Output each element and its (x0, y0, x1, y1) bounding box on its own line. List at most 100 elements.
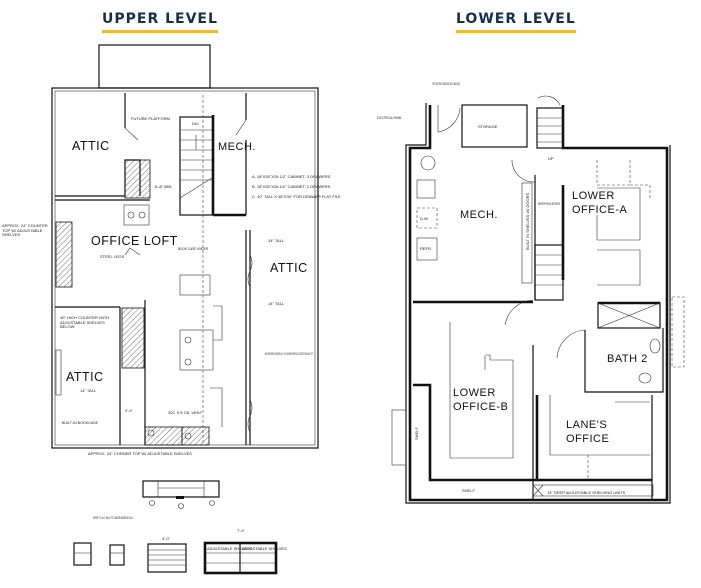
shower (597, 302, 661, 329)
plan-line (537, 95, 561, 106)
plan-note: 14" TALL (268, 301, 285, 306)
plan-line (504, 299, 534, 326)
plan-line (584, 328, 664, 393)
plan-line (416, 207, 438, 229)
upper-roof-bump (98, 44, 211, 89)
plan-line (247, 399, 253, 433)
plan-note: ADJUSTABLE SHELVES (207, 546, 252, 551)
plan-note: BUILT-IN BOOKCASE (62, 420, 98, 425)
upper-notes: FUTURE PLATFORM DN. 6'-8" MIN. A. 18"X30… (2, 116, 341, 456)
room-attic-top-left: ATTIC (72, 139, 110, 153)
plan-line (179, 116, 214, 216)
upper-level-plan (51, 44, 319, 449)
plan-line (405, 103, 671, 504)
plan-note: 6'-8" MIN. (155, 184, 173, 189)
plan-note: BUILT IN SHELVES W/ DOORS (525, 193, 530, 250)
room-attic-right: ATTIC (270, 261, 308, 275)
plan-line (413, 383, 539, 482)
plan-note: REFR. (420, 246, 432, 251)
plan-line (235, 119, 247, 136)
plan-line (179, 274, 211, 296)
room-lanes-office-line1: LANE'S (566, 419, 607, 431)
plan-line (123, 204, 150, 226)
plan-line (597, 302, 661, 329)
room-office-loft: OFFICE LOFT (91, 234, 178, 248)
plan-line (55, 221, 73, 288)
upper-room-labels: ATTIC OFFICE LOFT MECH. ATTIC ATTIC (66, 139, 308, 384)
plan-line (176, 496, 184, 499)
plan-note: SHELF (414, 427, 419, 440)
plan-line (147, 429, 155, 437)
plan-line (556, 329, 586, 359)
plan-line (178, 503, 184, 509)
plan-line (149, 500, 155, 506)
plan-line (124, 159, 151, 199)
plan-line (532, 484, 544, 497)
plan-note: C. 40" TALL X 48"X30" FOR DRAWER FLAT FI… (252, 194, 341, 199)
plan-note: 14" TALL (80, 388, 97, 393)
plan-line (596, 187, 641, 241)
plan-line (184, 336, 192, 344)
plan-line (247, 254, 253, 288)
lower-notes: TO EXISTING GARAGE (NO CHANGE) ELECTRICA… (377, 81, 626, 495)
plan-line (596, 160, 630, 186)
plan-line (532, 484, 654, 497)
plan-note: SERVER/ PHONE/ NETWORK (538, 201, 560, 206)
plan-note: APPROX. 24" CORNER TOP W/ ADJUSTABLE SHE… (88, 451, 192, 456)
plan-line (534, 244, 564, 301)
room-lower-office-b-line2: OFFICE-B (453, 401, 508, 413)
plan-line (124, 127, 139, 141)
plan-line (549, 395, 650, 456)
corner-left-note-box: APPROX. 24" COUNTER TOP W/ ADJUSTABLE SH… (2, 224, 48, 238)
plan-note: BOOK CASE UNDER (178, 246, 208, 251)
plan-line (179, 329, 214, 371)
plan-line (416, 237, 438, 261)
plan-note: UP (548, 156, 554, 161)
plan-line (184, 432, 192, 440)
plan-line (511, 159, 536, 183)
plan-note: 4'-0" (162, 536, 171, 541)
plan-line (127, 211, 135, 219)
plan-line (649, 338, 661, 354)
cabinet-elevations: VERIFY C.A.D. WILL FIT UNDER WINDOW SILL… (73, 480, 287, 575)
plan-line (420, 155, 436, 171)
plan-note: 2'-4" (125, 408, 134, 413)
lower-level-plan (391, 95, 685, 504)
plan-note: 14" DEEP ADJUSTABLE SHELVING UNITS (547, 490, 626, 495)
plan-line (416, 179, 436, 199)
plan-note: DN. (192, 121, 199, 126)
storage-room (461, 104, 528, 148)
plan-note: 40" HIGH COUNTER WITH ADJUSTABLE SHELVES… (60, 316, 110, 330)
room-bath-2: BATH 2 (607, 353, 648, 365)
plan-note: APPROX. 24" COUNTER TOP W/ ADJUSTABLE SH… (2, 224, 48, 238)
plan-line (536, 107, 564, 149)
room-mech-upper: MECH. (218, 141, 256, 153)
room-lower-office-a-line2: OFFICE-A (572, 204, 627, 216)
plan-line (638, 372, 652, 384)
plan-note: VERIFY C.A.D. WILL FIT UNDER WINDOW SILL (93, 515, 133, 520)
plan-line (521, 182, 533, 284)
room-mech-lower: MECH. (460, 209, 498, 221)
plan-line (147, 543, 187, 573)
counter-40-note-box: 40" HIGH COUNTER WITH ADJUSTABLE SHELVES… (60, 316, 110, 330)
plan-line (449, 322, 514, 459)
upper-stairs (179, 115, 215, 216)
plan-line (73, 542, 92, 566)
lower-room-labels: STORAGE MECH. LOWER OFFICE-A BATH 2 LOWE… (453, 124, 648, 445)
plan-line (597, 249, 641, 286)
plan-note: A. 18"X30"X28 1/2" CABINET, 3 DRAWERS (252, 174, 331, 179)
plan-line (109, 544, 125, 566)
plan-note: ELECTRICAL PANEL (377, 115, 402, 120)
plan-note: 7'-4" (237, 528, 246, 533)
plan-line (181, 426, 210, 446)
upper-level-title: UPPER LEVEL (102, 11, 218, 33)
plan-line (210, 387, 223, 427)
plan-note: STEEL LEGS (100, 254, 125, 259)
room-lower-office-b-line1: LOWER (453, 387, 496, 399)
plan-line (179, 177, 213, 199)
plan-line (671, 296, 685, 368)
plan-line (629, 160, 651, 200)
plan-note: B. 18"X30"X28 1/2" CABINET, 2 DRAWERS (252, 184, 331, 189)
plan-line (213, 305, 223, 341)
plan-line (391, 409, 407, 466)
